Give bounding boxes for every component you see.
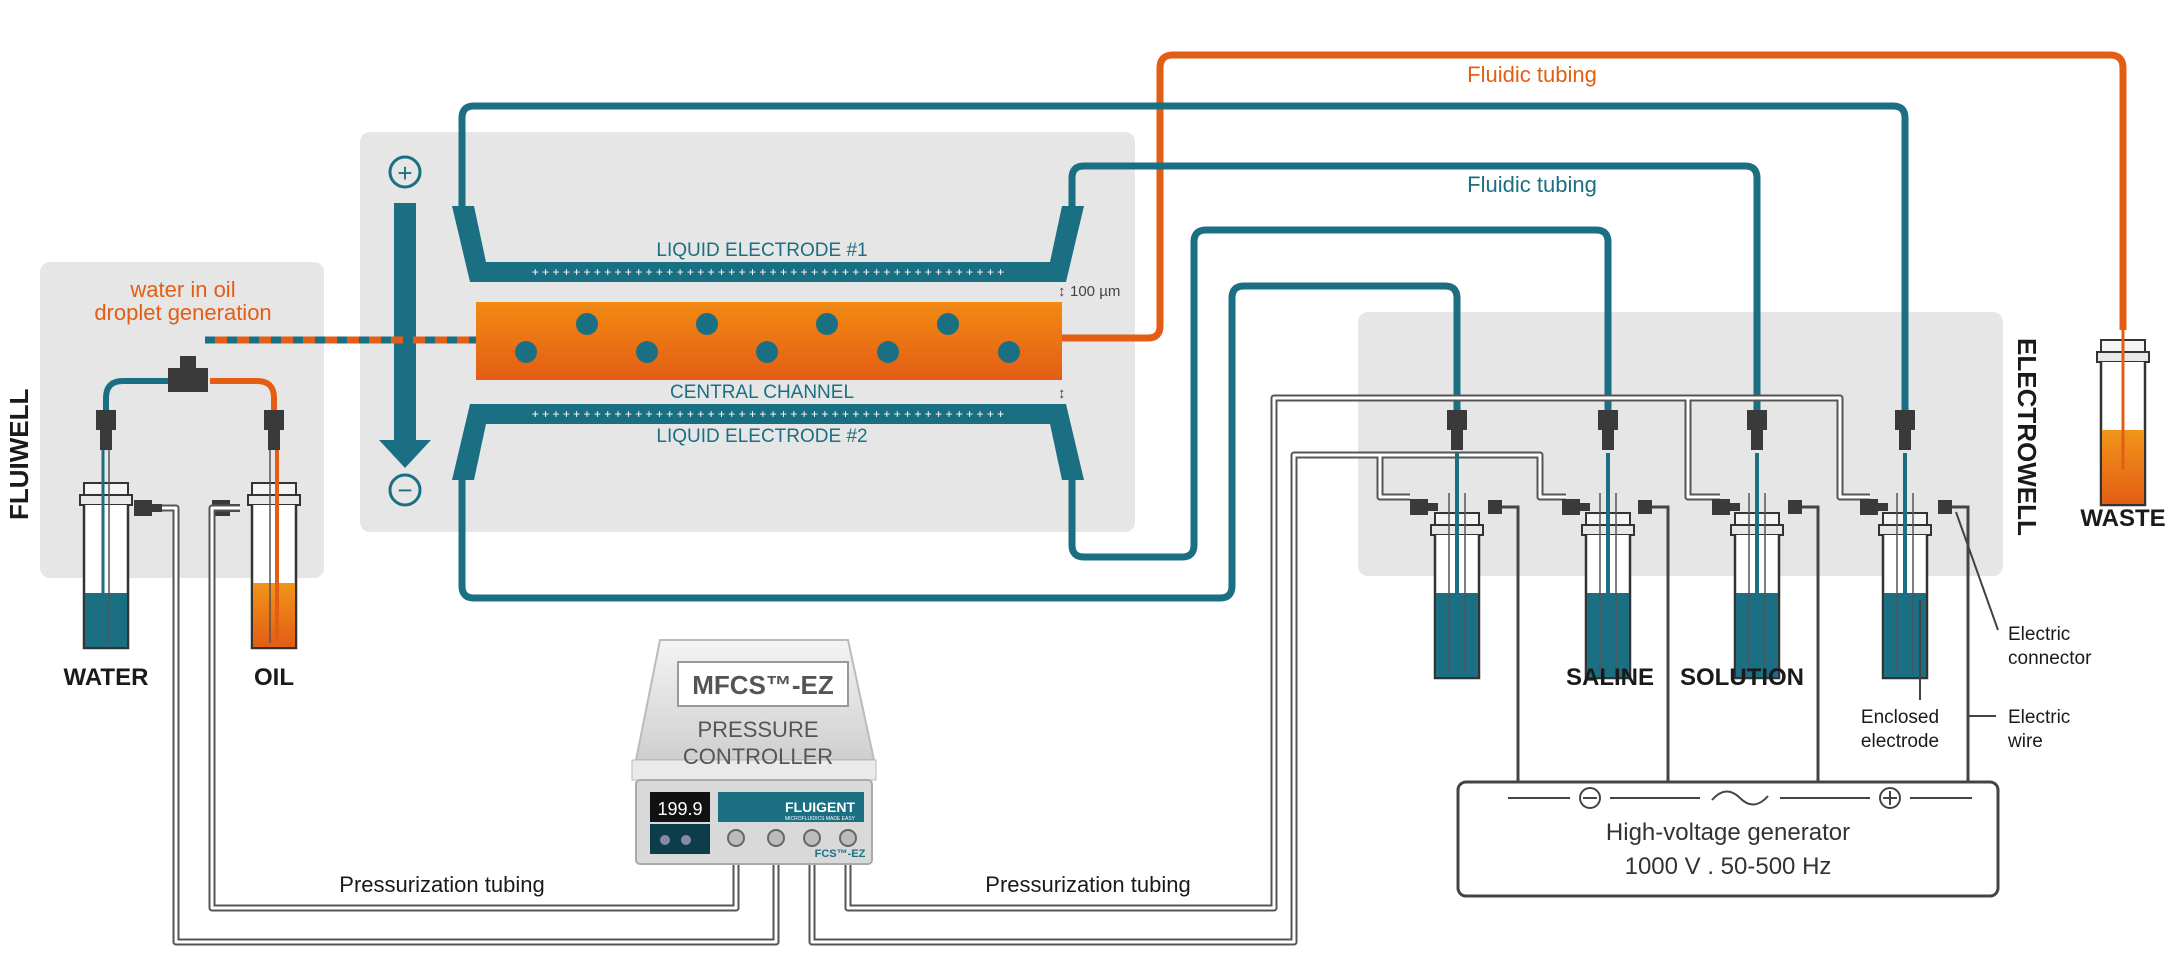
field-arrow-head: [379, 440, 431, 468]
saline-label: SALINE: [1566, 664, 1654, 691]
controller-label: CONTROLLER: [683, 744, 833, 769]
mfcs-label-box: [677, 661, 849, 707]
electrowell-bottle-3: [1729, 453, 1785, 680]
minus-sign: −: [397, 475, 412, 505]
electrode-2-charges: + + + + + + + + + + + + + + + + + + + + …: [532, 407, 1004, 421]
water-label: WATER: [64, 664, 149, 691]
central-channel-label: CENTRAL CHANNEL: [670, 382, 854, 403]
droplet: [515, 341, 537, 363]
electric-wires: [1500, 505, 1970, 782]
fluidic-tubing-orange-label: Fluidic tubing: [1467, 62, 1597, 87]
svg-text:↕: ↕: [1058, 385, 1066, 402]
electrowell-bottle-2: [1580, 453, 1636, 680]
droplet: [998, 341, 1020, 363]
droplet-label-1: water in oil: [129, 277, 235, 302]
device-tag: FCS™-EZ: [815, 848, 866, 860]
liquid-electrode-2-label: LIQUID ELECTRODE #2: [656, 426, 867, 447]
plus-sign: +: [397, 158, 412, 188]
port-2: [767, 829, 785, 847]
oil-bottle: [246, 443, 302, 650]
enclosed-electrode-label-1: Enclosed: [1861, 707, 1939, 728]
electric-wire-label-1: Electric: [2008, 707, 2070, 728]
electrode-1-charges: + + + + + + + + + + + + + + + + + + + + …: [532, 265, 1004, 279]
port-4: [839, 829, 857, 847]
electric-connector-3: [1788, 500, 1802, 514]
svg-text:↕: ↕: [1058, 283, 1066, 300]
water-bottle: [78, 443, 134, 650]
droplet: [937, 313, 959, 335]
pressure-display: [650, 792, 710, 822]
fluiwell-label: FLUIWELL: [4, 388, 34, 520]
hv-minus-icon: [1579, 787, 1601, 809]
electric-wire-label-2: wire: [2007, 731, 2043, 752]
field-arrow-shaft: [394, 203, 416, 443]
mfcs-title: MFCS™-EZ: [692, 670, 834, 700]
electric-connector-label-2: connector: [2008, 648, 2092, 669]
droplet-label-2: droplet generation: [94, 300, 271, 325]
droplet: [696, 313, 718, 335]
waste-label: WASTE: [2080, 505, 2165, 532]
electric-connector-label-1: Electric: [2008, 624, 2070, 645]
pressurization-tubing: [162, 394, 1870, 946]
brand-tagline: MICROFLUIDICS MADE EASY: [785, 816, 856, 822]
pressurization-tubing-left-label: Pressurization tubing: [339, 872, 544, 897]
brand-logo: FLUIGENT: [785, 799, 855, 815]
central-channel-shape: [476, 302, 1062, 380]
electrowell-bottle-1: [1429, 453, 1485, 680]
t-junction: [168, 368, 208, 392]
pressure-label: PRESSURE: [697, 717, 818, 742]
solution-label: SOLUTION: [1680, 664, 1804, 691]
fluidic-tubing-teal-label: Fluidic tubing: [1467, 172, 1597, 197]
enclosed-electrode-label-2: electrode: [1861, 731, 1939, 752]
droplet: [756, 341, 778, 363]
port-3: [803, 829, 821, 847]
pressurization-tubing-right-label: Pressurization tubing: [985, 872, 1190, 897]
droplet: [576, 313, 598, 335]
ac-wave-icon: [1711, 790, 1769, 806]
hv-spec: 1000 V . 50-500 Hz: [1625, 853, 1832, 880]
fluiwell-tubing: [103, 378, 277, 412]
port-1: [727, 829, 745, 847]
oil-label: OIL: [254, 664, 294, 691]
plus-icon: [388, 155, 422, 189]
droplets: [515, 313, 1020, 363]
hv-generator-box: [1456, 780, 2000, 898]
droplet: [636, 341, 658, 363]
minus-icon: [388, 473, 422, 507]
droplet: [877, 341, 899, 363]
liquid-electrode-2-shape: [452, 404, 1084, 480]
droplet: [816, 313, 838, 335]
electrowell-bottles: [1410, 410, 1952, 680]
waste-bottle: [2095, 330, 2151, 507]
orange-fluidic-tubing: [1060, 51, 2127, 342]
mfcs-pressure-controller: MFCS™-EZ PRESSURE CONTROLLER 199.9 FLUIG…: [631, 639, 877, 865]
hv-title: High-voltage generator: [1606, 819, 1850, 846]
electric-connector-2: [1638, 500, 1652, 514]
liquid-electrode-1-shape: [452, 206, 1084, 282]
electric-connector-4: [1938, 500, 1952, 514]
electrowell-label: ELECTROWELL: [2012, 338, 2042, 536]
gap-label: 100 µm: [1070, 283, 1120, 300]
electric-connector-1: [1488, 500, 1502, 514]
microfluidic-chip: + + + + + + + + + + + + + + + + + + + + …: [379, 155, 1120, 507]
hv-plus-icon: [1879, 787, 1901, 809]
pressure-display-value: 199.9: [657, 799, 702, 819]
liquid-electrode-1-label: LIQUID ELECTRODE #1: [656, 240, 867, 261]
teal-fluidic-tubing: [458, 102, 1909, 602]
